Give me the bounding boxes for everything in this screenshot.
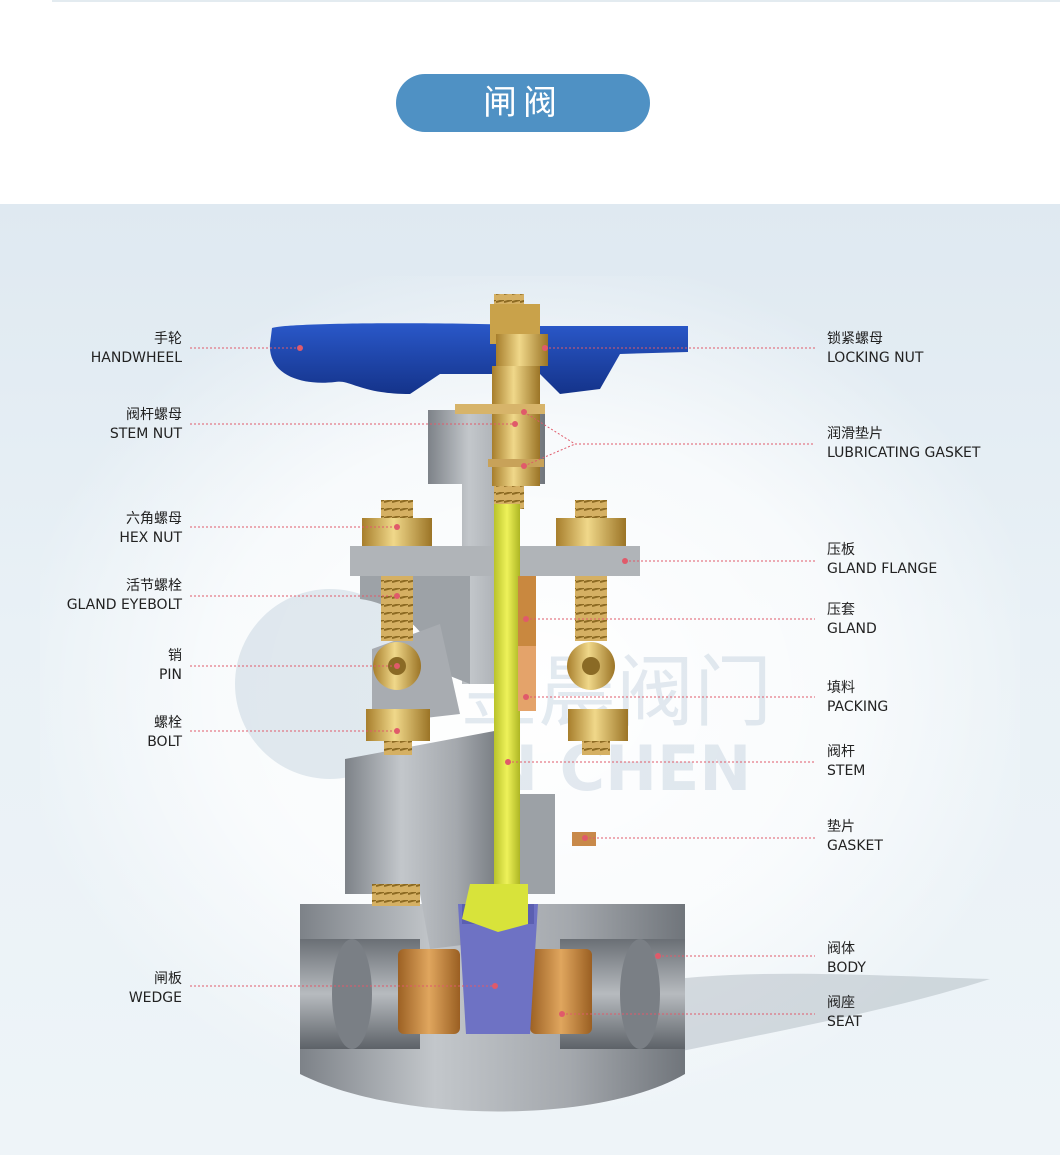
- label-handwheel: 手轮 HANDWHEEL: [90, 331, 182, 366]
- label-seat: 阀座 SEAT: [827, 995, 862, 1030]
- label-bolt: 螺栓 BOLT: [147, 715, 182, 750]
- gland-packing: [518, 576, 596, 846]
- label-locking-nut: 锁紧螺母 LOCKING NUT: [827, 331, 924, 366]
- top-divider: [52, 0, 1060, 2]
- eyebolts: [362, 500, 626, 690]
- wedge: [458, 904, 538, 1034]
- label-stem-nut: 阀杆螺母 STEM NUT: [109, 407, 182, 442]
- leader-lines: [190, 347, 815, 1015]
- label-pin: 销 PIN: [158, 648, 182, 683]
- label-lubricating-gasket: 润滑垫片 LUBRICATING GASKET: [827, 426, 981, 461]
- leader-dots: [297, 345, 661, 1017]
- handwheel: [269, 304, 688, 394]
- seat: [398, 949, 592, 1034]
- label-packing: 填料 PACKING: [827, 680, 889, 715]
- page-title: 闸阀: [396, 74, 650, 132]
- label-gland-eyebolt: 活节螺栓 GLAND EYEBOLT: [66, 578, 182, 613]
- label-gland: 压套 GLAND: [827, 602, 877, 637]
- bonnet-bolts: [366, 709, 628, 906]
- label-gland-flange: 压板 GLAND FLANGE: [827, 542, 938, 577]
- label-gasket: 垫片 GASKET: [827, 819, 883, 854]
- label-hex-nut: 六角螺母 HEX NUT: [119, 511, 182, 546]
- gate-valve-diagram: 金晨阀门 JIN CHEN: [190, 294, 990, 1112]
- label-stem: 阀杆 STEM: [827, 744, 866, 779]
- label-wedge: 闸板 WEDGE: [128, 971, 182, 1006]
- label-body: 阀体 BODY: [827, 941, 866, 976]
